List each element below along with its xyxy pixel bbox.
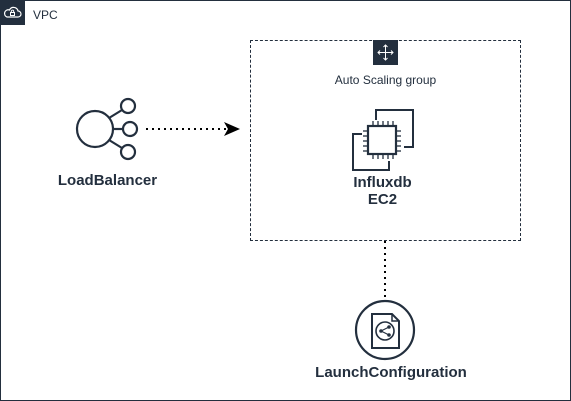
ec2-label: Influxdb EC2: [353, 174, 412, 208]
cloud-lock-icon: [0, 0, 25, 25]
vpc-label: VPC: [33, 8, 58, 22]
auto-scaling-icon: [373, 40, 398, 65]
auto-scaling-group-label: Auto Scaling group: [334, 73, 437, 87]
arrowhead: [224, 122, 240, 136]
load-balancer-label: LoadBalancer: [57, 172, 158, 189]
launch-configuration-label: LaunchConfiguration: [315, 364, 467, 381]
